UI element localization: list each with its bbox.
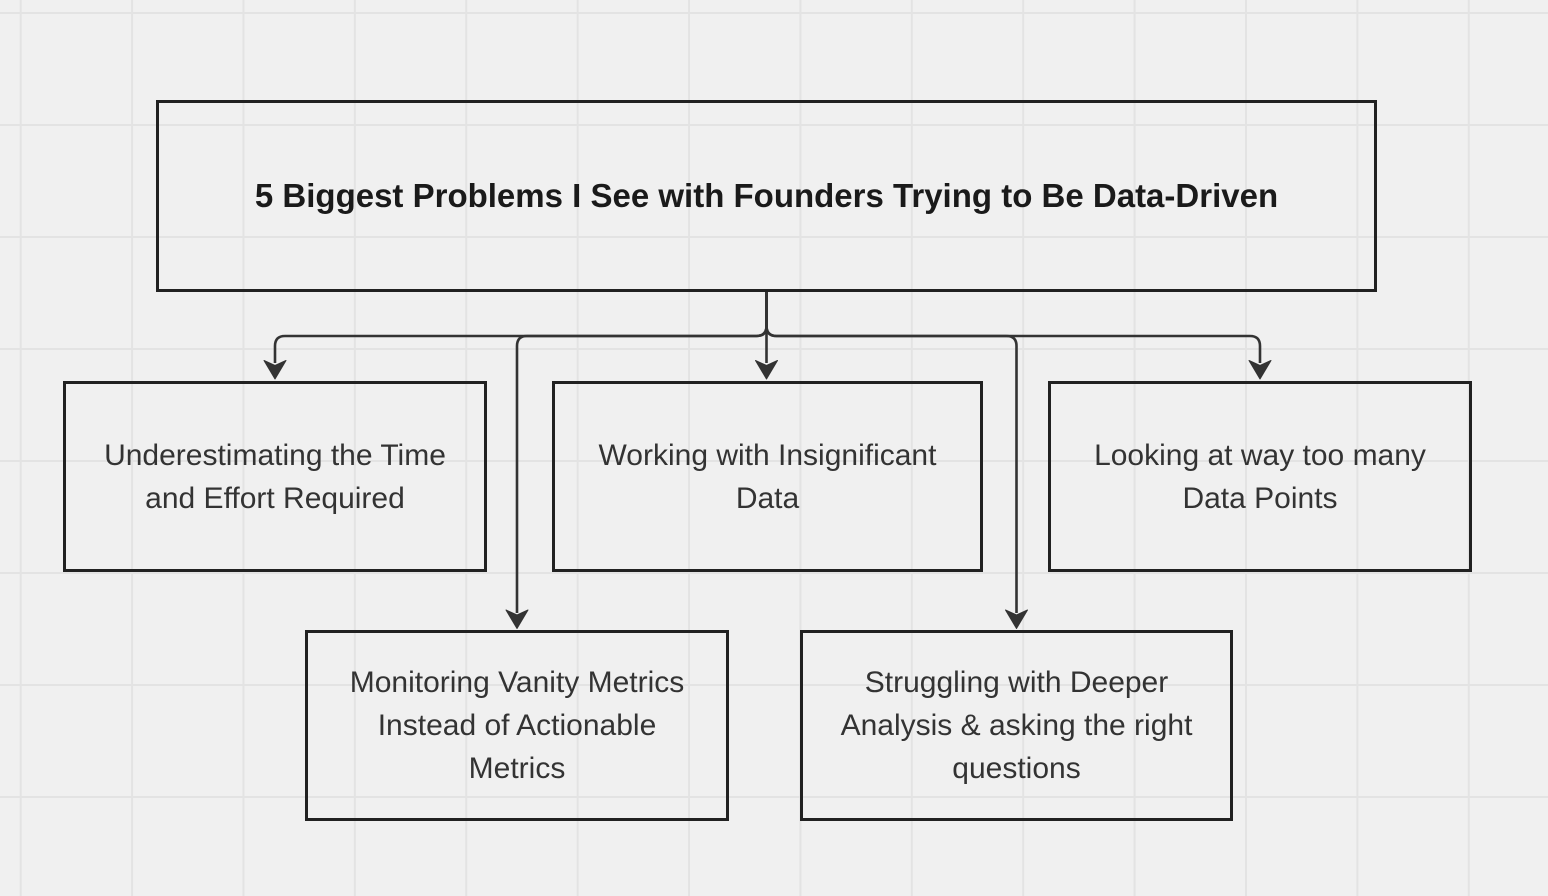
node-label: Working with Insignificant Data xyxy=(598,438,937,515)
node-deeper-analysis: Struggling with Deeper Analysis & asking… xyxy=(800,630,1233,821)
arrowhead-node-3-icon xyxy=(1248,360,1272,380)
arrowhead-node-5-icon xyxy=(1005,609,1028,629)
node-too-many-data-points: Looking at way too many Data Points xyxy=(1048,381,1472,572)
node-label: Monitoring Vanity Metrics Instead of Act… xyxy=(349,666,685,785)
edge-title-to-node-1 xyxy=(273,292,768,363)
node-insignificant-data: Working with Insignificant Data xyxy=(552,381,983,572)
node-title: 5 Biggest Problems I See with Founders T… xyxy=(156,100,1377,292)
arrowhead-node-2-icon xyxy=(755,360,778,380)
arrowhead-node-1-icon xyxy=(263,360,287,380)
node-vanity-metrics: Monitoring Vanity Metrics Instead of Act… xyxy=(305,630,729,821)
node-title-label: 5 Biggest Problems I See with Founders T… xyxy=(254,177,1279,214)
node-underestimating-time-effort: Underestimating the Time and Effort Requ… xyxy=(63,381,487,572)
node-label: Looking at way too many Data Points xyxy=(1094,438,1426,515)
node-label: Struggling with Deeper Analysis & asking… xyxy=(840,666,1193,785)
edge-title-to-node-3 xyxy=(765,292,1262,363)
node-label: Underestimating the Time and Effort Requ… xyxy=(104,438,446,515)
arrowhead-node-4-icon xyxy=(505,609,529,629)
